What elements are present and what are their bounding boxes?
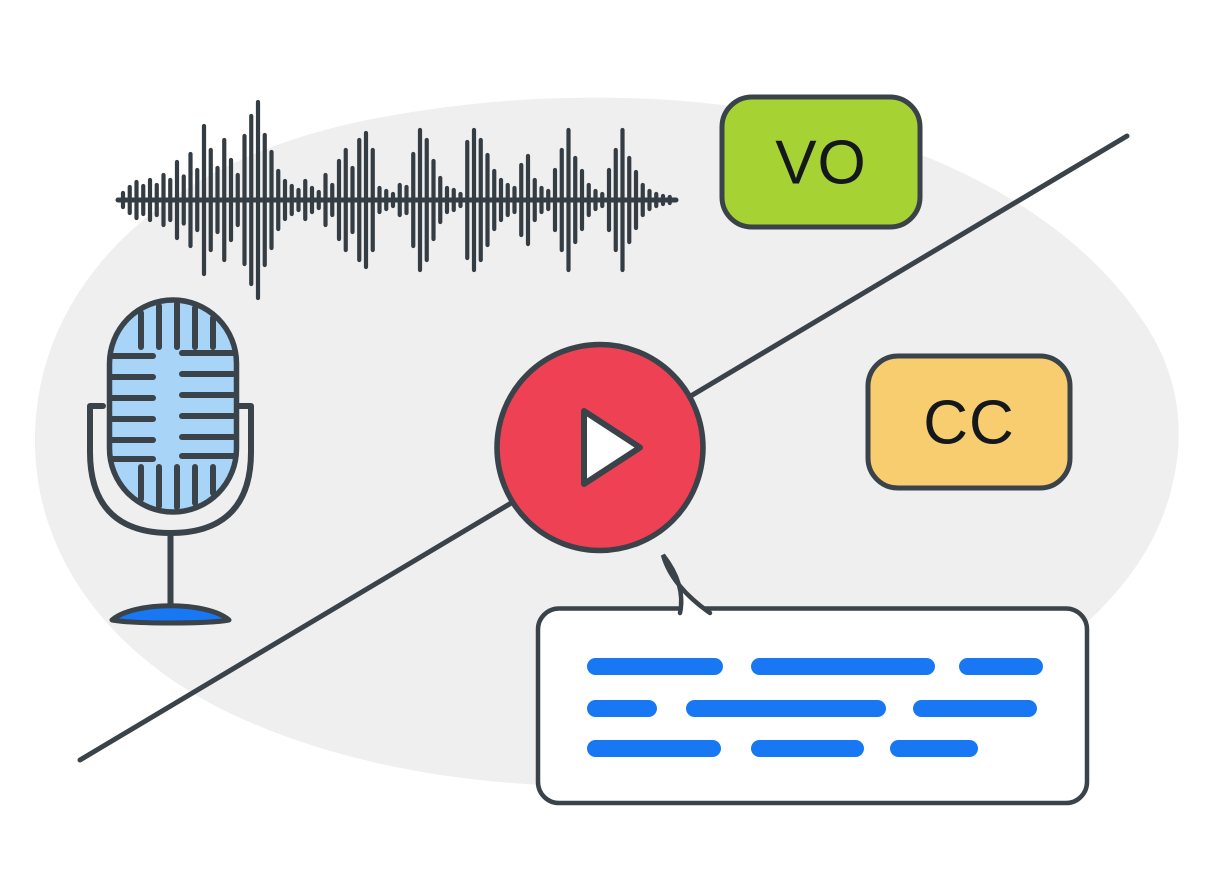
caption-lines	[587, 658, 1043, 757]
mic-grille-bottom-lines	[138, 464, 216, 510]
play-button[interactable]	[494, 341, 706, 554]
caption-line	[751, 658, 935, 675]
mic-capsule	[106, 297, 240, 515]
caption-line	[587, 700, 657, 717]
caption-line	[959, 658, 1043, 675]
caption-line	[686, 700, 886, 717]
caption-bubble-tail	[660, 553, 713, 616]
waveform-bars	[120, 99, 672, 301]
caption-line	[587, 740, 721, 757]
cc-badge-background	[865, 353, 1073, 491]
cc-badge-label: CC	[923, 389, 1015, 458]
vo-badge-label: VO	[775, 129, 867, 198]
audio-waveform-icon	[115, 99, 679, 301]
mic-grille-left-bars	[109, 353, 156, 462]
caption-line	[751, 740, 864, 757]
mic-stand-base	[109, 603, 232, 626]
caption-line	[587, 658, 723, 675]
vo-badge: VO	[719, 94, 923, 230]
caption-line	[913, 700, 1037, 717]
caption-line	[890, 740, 978, 757]
mic-grille-right-bars	[179, 350, 236, 459]
microphone-icon	[87, 297, 254, 626]
play-icon[interactable]	[581, 408, 643, 487]
caption-bubble	[535, 553, 1090, 806]
cc-badge: CC	[865, 353, 1073, 491]
mic-grille-top-lines	[138, 301, 216, 350]
vo-badge-background	[719, 94, 923, 230]
